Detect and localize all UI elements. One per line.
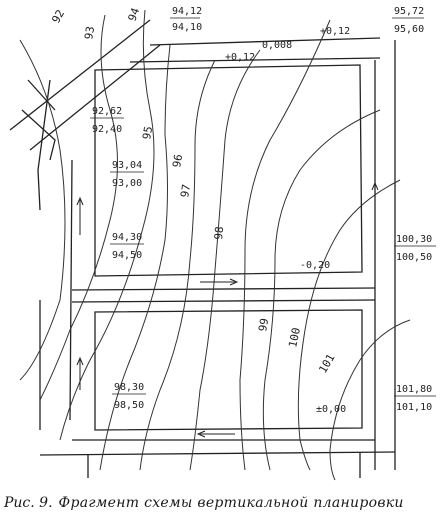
elevation-bottom: 95,60 [394, 24, 424, 35]
slope-arrow-3 [200, 278, 239, 286]
slope-arrow-5 [76, 356, 84, 390]
elevation-bottom: 101,10 [396, 402, 432, 413]
contour-line-98 [239, 19, 331, 471]
contour-line-99 [262, 109, 381, 471]
contour-label-101: 101 [316, 352, 337, 376]
elevation-bottom: 92,40 [92, 124, 122, 135]
contour-line-94 [59, 9, 155, 441]
elevation-top: 98,30 [114, 382, 144, 393]
contour-label-99: 99 [256, 317, 271, 332]
elevation-top: 93,04 [112, 160, 142, 171]
road-edge-bottom-bottom [39, 451, 396, 456]
road-edge-left-inner [69, 159, 73, 421]
contour-label-96: 96 [170, 153, 185, 168]
block-upper [94, 64, 363, 277]
road-edge-top-inner [129, 57, 381, 63]
contour-line-96 [139, 59, 216, 471]
road-edge-top-outer [149, 37, 381, 46]
road-edge-mid-bottom [71, 299, 376, 303]
elevation-top: 101,80 [396, 384, 432, 395]
contour-label-95: 95 [140, 125, 155, 140]
road-edge-diagonal-3 [21, 109, 56, 161]
contour-line-93 [39, 14, 118, 401]
elevation-bottom: 98,50 [114, 400, 144, 411]
elevation-bottom: 100,50 [396, 252, 432, 263]
work-mark: +0,12 [320, 26, 350, 37]
elevation-top: 94,30 [112, 232, 142, 243]
work-mark: 0,008 [262, 40, 292, 51]
contour-line-95 [99, 44, 171, 471]
contour-label-94: 94 [126, 6, 143, 23]
figure-caption: Рис. 9. Фрагмент схемы вертикальной план… [4, 488, 442, 518]
elevation-bottom: 94,50 [112, 250, 142, 261]
elevation-top: 94,12 [172, 6, 202, 17]
contour-label-92: 92 [49, 8, 67, 26]
road-edge-left-outer [37, 79, 51, 211]
elevation-top: 92,62 [92, 106, 122, 117]
road-edge-diagonal-1 [9, 19, 151, 131]
contour-line-92 [19, 39, 66, 381]
elevation-bottom: 94,10 [172, 22, 202, 33]
contour-label-100: 100 [286, 326, 303, 348]
work-mark: -0,20 [300, 260, 330, 271]
elevation-bottom: 93,00 [112, 178, 142, 189]
road-edge-mid-top [71, 287, 376, 291]
contour-line-100 [297, 179, 401, 471]
contour-label-97: 97 [178, 183, 193, 198]
work-mark: ±0,00 [316, 404, 346, 415]
work-mark: +0,12 [225, 52, 255, 63]
contour-line-97 [189, 49, 261, 471]
contour-line-101 [329, 319, 411, 481]
contour-label-98: 98 [212, 226, 226, 240]
slope-arrow-4 [196, 430, 235, 438]
contour-label-93: 93 [82, 25, 97, 40]
road-edge-diagonal-4 [27, 79, 56, 111]
elevation-top: 95,72 [394, 6, 424, 17]
slope-arrow-1 [76, 196, 84, 235]
figure-title: Фрагмент схемы вертикальной планировки [58, 495, 404, 511]
elevation-top: 100,30 [396, 234, 432, 245]
slope-arrow-2 [371, 181, 379, 215]
figure-number: Рис. 9. [4, 495, 53, 511]
